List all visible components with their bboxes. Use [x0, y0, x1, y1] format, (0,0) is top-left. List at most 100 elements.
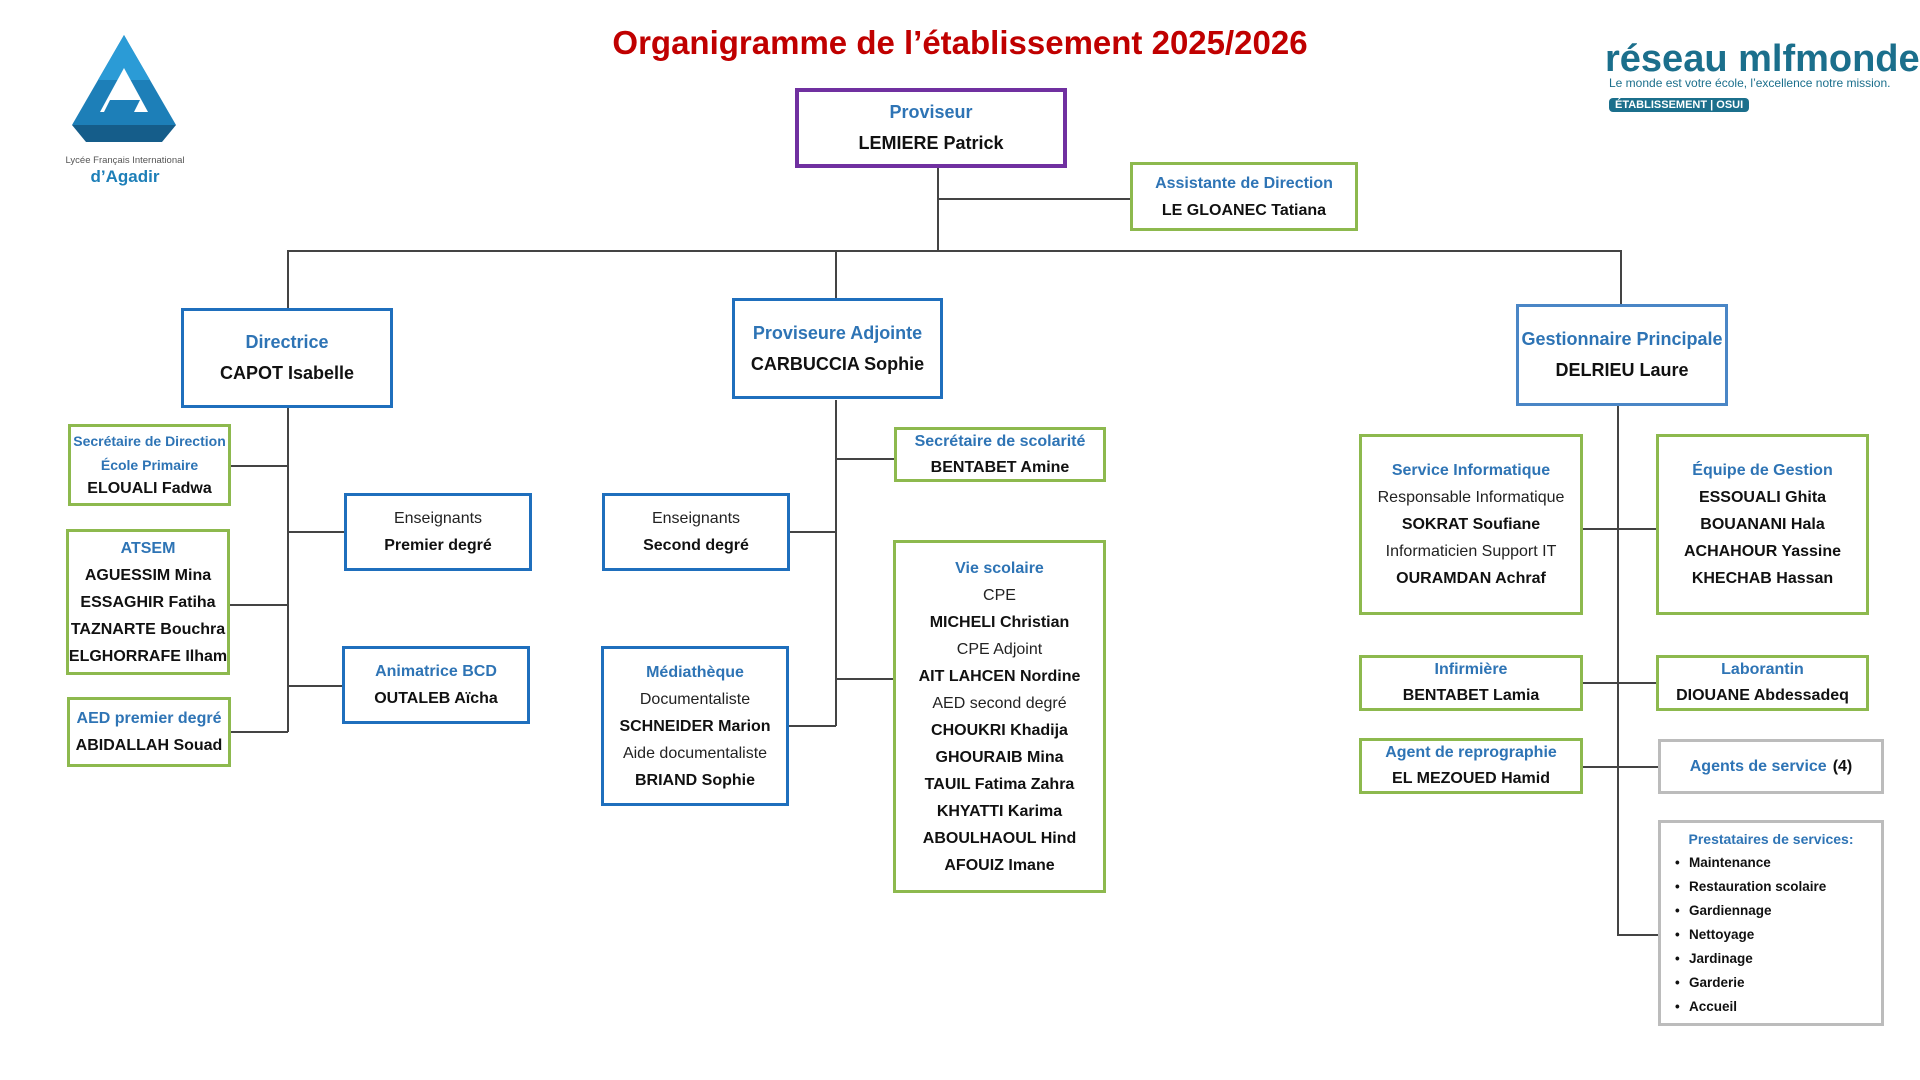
lycee-logo: Lycée Français International d’Agadir — [50, 30, 200, 190]
reprographie-role: Agent de reprographie — [1385, 744, 1557, 761]
support-it-name: OURAMDAN Achraf — [1396, 570, 1546, 587]
aed-second-name: CHOUKRI Khadija — [931, 721, 1068, 739]
secretaire-scolarite-name: BENTABET Amine — [930, 458, 1070, 476]
adjointe-role: Proviseure Adjointe — [752, 322, 923, 343]
connector — [287, 531, 346, 533]
aide-documentaliste-role: Aide documentaliste — [622, 744, 768, 762]
cpe-adjoint-name: AIT LAHCEN Nordine — [918, 667, 1081, 685]
logo-line1: Lycée Français International — [66, 155, 185, 166]
equipe-gestion-box: Équipe de Gestion ESSOUALI Ghita BOUANAN… — [1656, 434, 1869, 615]
connector — [1617, 934, 1658, 936]
cpe-name: MICHELI Christian — [929, 613, 1070, 631]
connector — [835, 250, 837, 298]
prestataire-item: Restauration scolaire — [1675, 875, 1867, 899]
agents-service-count: (4) — [1832, 758, 1853, 775]
prestataire-item: Gardiennage — [1675, 899, 1867, 923]
proviseur-role: Proviseur — [889, 102, 973, 122]
atsem-name: ESSAGHIR Fatiha — [80, 593, 216, 611]
secretaire-primaire-role2: École Primaire — [100, 457, 199, 473]
assistante-role: Assistante de Direction — [1155, 174, 1333, 192]
bcd-role: Animatrice BCD — [375, 663, 497, 680]
infirmiere-box: Infirmière BENTABET Lamia — [1359, 655, 1583, 711]
enseignants-second-line1: Enseignants — [651, 510, 741, 527]
connector — [287, 250, 1622, 252]
page-title: Organigramme de l’établissement 2025/202… — [612, 24, 1308, 61]
reprographie-box: Agent de reprographie EL MEZOUED Hamid — [1359, 738, 1583, 794]
prestataires-role: Prestataires de services: — [1688, 831, 1854, 847]
aed-second-name: TAUIL Fatima Zahra — [924, 775, 1075, 793]
adjointe-name: CARBUCCIA Sophie — [750, 353, 925, 374]
mlfmonde-name: réseau mlfmonde — [1605, 38, 1920, 80]
enseignants-second-line2: Second degré — [643, 537, 749, 554]
assistante-box: Assistante de Direction LE GLOANEC Tatia… — [1130, 162, 1358, 231]
directrice-name: CAPOT Isabelle — [219, 363, 355, 383]
vie-scolaire-role: Vie scolaire — [955, 559, 1044, 577]
bcd-name: OUTALEB Aïcha — [374, 690, 498, 707]
connector — [835, 400, 837, 726]
infirmiere-role: Infirmière — [1434, 661, 1508, 678]
logo-line2: d’Agadir — [91, 167, 160, 186]
connector — [937, 198, 1132, 200]
equipe-gestion-name: KHECHAB Hassan — [1691, 570, 1834, 587]
laborantin-name: DIOUANE Abdessadeq — [1676, 687, 1849, 704]
prestataire-item: Jardinage — [1675, 947, 1867, 971]
bcd-box: Animatrice BCD OUTALEB Aïcha — [342, 646, 530, 724]
service-informatique-box: Service Informatique Responsable Informa… — [1359, 434, 1583, 615]
enseignants-premier-line1: Enseignants — [393, 510, 483, 527]
secretaire-scolarite-role: Secrétaire de scolarité — [914, 432, 1086, 450]
support-it-role: Informaticien Support IT — [1385, 543, 1557, 560]
equipe-gestion-name: BOUANANI Hala — [1700, 516, 1825, 533]
connector — [1582, 682, 1658, 684]
service-informatique-role: Service Informatique — [1391, 462, 1551, 479]
laborantin-box: Laborantin DIOUANE Abdessadeq — [1656, 655, 1869, 711]
mlfmonde-logo: réseau mlfmonde Le monde est votre école… — [1605, 38, 1920, 123]
proviseur-name: LEMIERE Patrick — [858, 133, 1004, 153]
gestionnaire-name: DELRIEU Laure — [1555, 360, 1689, 380]
connector — [937, 168, 939, 250]
connector — [230, 604, 288, 606]
prestataires-box: Prestataires de services: Maintenance Re… — [1658, 820, 1884, 1026]
directrice-role: Directrice — [245, 332, 329, 352]
agents-service-box: Agents de service (4) — [1658, 739, 1884, 794]
cpe-role: CPE — [983, 586, 1016, 604]
secretaire-primaire-name: ELOUALI Fadwa — [87, 480, 212, 497]
documentaliste-name: SCHNEIDER Marion — [619, 717, 771, 735]
assistante-name: LE GLOANEC Tatiana — [1161, 201, 1327, 219]
equipe-gestion-name: ACHAHOUR Yassine — [1683, 543, 1842, 560]
connector — [788, 725, 836, 727]
secretaire-primaire-role1: Secrétaire de Direction — [73, 433, 226, 449]
prestataire-item: Garderie — [1675, 971, 1867, 995]
connector — [1582, 528, 1658, 530]
lycee-logo-icon: Lycée Français International d’Agadir — [66, 35, 185, 186]
connector — [287, 408, 289, 732]
gestionnaire-box: Gestionnaire Principale DELRIEU Laure — [1516, 304, 1728, 406]
responsable-informatique-role: Responsable Informatique — [1377, 489, 1565, 506]
atsem-name: AGUESSIM Mina — [84, 566, 212, 584]
laborantin-role: Laborantin — [1721, 661, 1804, 678]
secretaire-primaire-box: Secrétaire de Direction École Primaire E… — [68, 424, 231, 506]
adjointe-box: Proviseure Adjointe CARBUCCIA Sophie — [732, 298, 943, 399]
mediatheque-role: Médiathèque — [646, 663, 744, 681]
atsem-role: ATSEM — [120, 539, 176, 557]
mlfmonde-badge: ÉTABLISSEMENT | OSUI — [1609, 98, 1750, 112]
connector — [835, 678, 895, 680]
connector — [788, 531, 836, 533]
atsem-name: TAZNARTE Bouchra — [70, 620, 226, 638]
connector — [230, 465, 288, 467]
reprographie-name: EL MEZOUED Hamid — [1392, 770, 1550, 787]
directrice-box: Directrice CAPOT Isabelle — [181, 308, 393, 408]
connector — [1617, 405, 1619, 935]
prestataire-item: Nettoyage — [1675, 923, 1867, 947]
gestionnaire-role: Gestionnaire Principale — [1521, 329, 1723, 349]
infirmiere-name: BENTABET Lamia — [1402, 687, 1540, 704]
prestataires-list: Maintenance Restauration scolaire Gardie… — [1675, 851, 1867, 1019]
equipe-gestion-name: ESSOUALI Ghita — [1698, 489, 1827, 506]
equipe-gestion-role: Équipe de Gestion — [1692, 462, 1833, 479]
documentaliste-role: Documentaliste — [639, 690, 751, 708]
aide-documentaliste-name: BRIAND Sophie — [635, 771, 755, 789]
enseignants-premier-line2: Premier degré — [384, 537, 492, 554]
mlfmonde-slogan: Le monde est votre école, l’excellence n… — [1609, 76, 1891, 90]
aed-second-name: GHOURAIB Mina — [935, 748, 1064, 766]
aed-second-name: ABOULHAOUL Hind — [922, 829, 1077, 847]
atsem-name: ELGHORRAFE Ilham — [68, 647, 228, 665]
